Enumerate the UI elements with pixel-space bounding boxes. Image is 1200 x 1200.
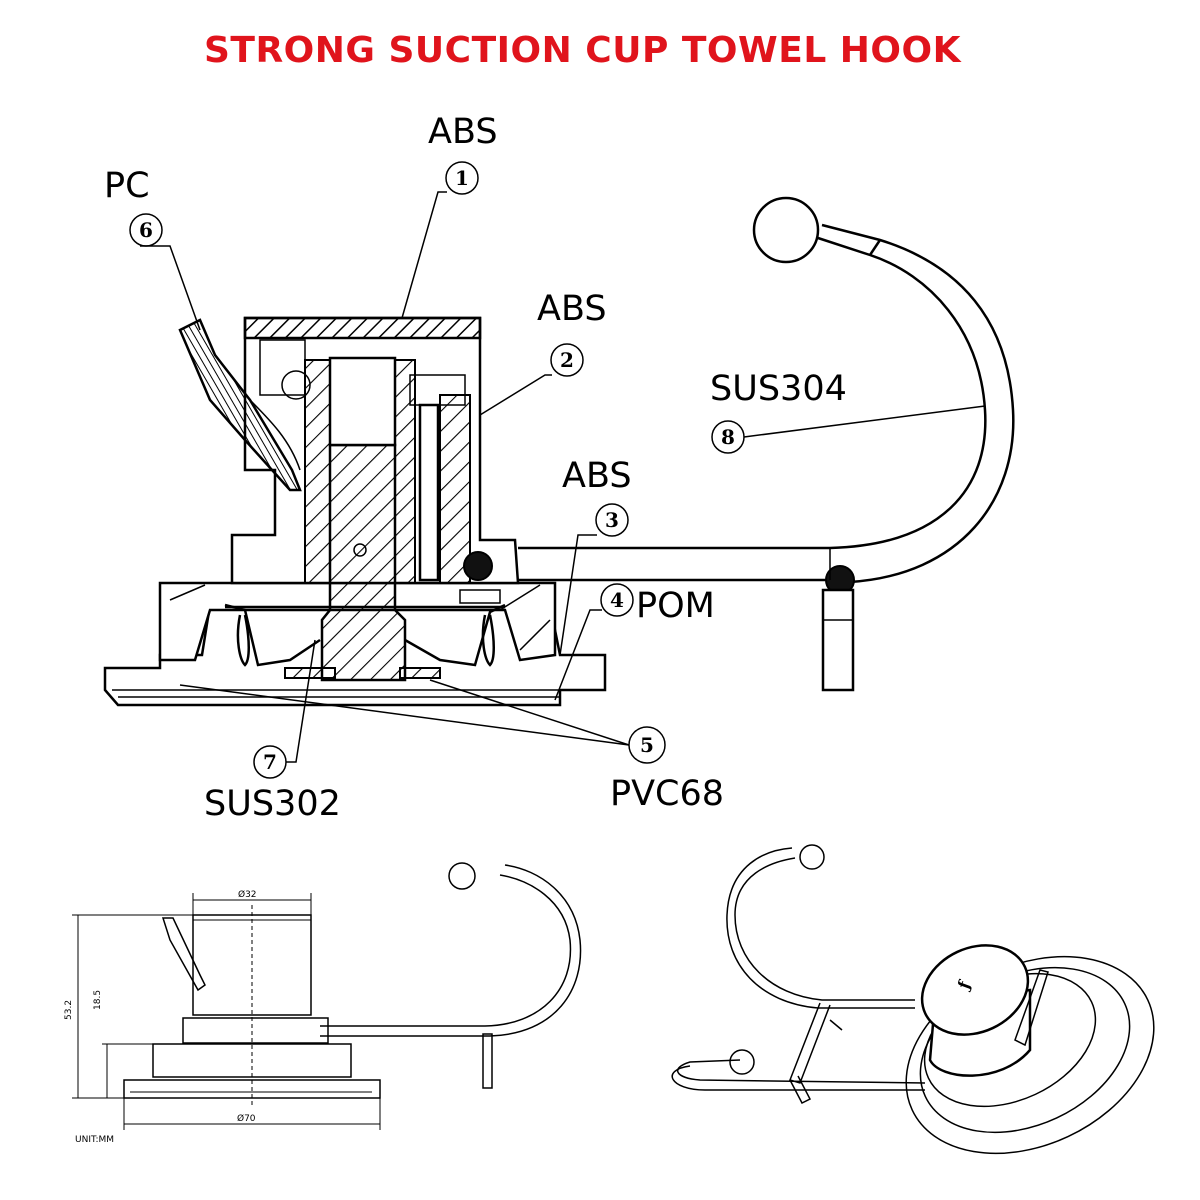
callout-6: PC 6 — [104, 166, 201, 331]
callout-7: 7 SUS302 — [204, 639, 341, 824]
callout-7-number: 7 — [263, 750, 277, 774]
callout-4-material: POM — [636, 586, 715, 626]
lower-housing — [158, 581, 557, 662]
callout-7-material: SUS302 — [204, 784, 341, 824]
cross-section-view — [103, 316, 607, 707]
callout-8: SUS304 8 — [710, 369, 986, 454]
dim-base-height: 18.5 — [93, 990, 103, 1010]
callout-1-number: 1 — [455, 166, 469, 190]
callout-1: ABS 1 — [401, 112, 498, 319]
callout-2-material: ABS — [537, 289, 607, 329]
dim-top-diameter: Ø32 — [238, 889, 257, 900]
callout-6-material: PC — [104, 166, 150, 206]
hook-stand — [821, 588, 855, 692]
top-cap — [243, 316, 482, 340]
callout-5: 5 PVC68 — [179, 679, 724, 814]
callout-8-number: 8 — [721, 425, 735, 449]
callout-3: ABS 3 — [559, 456, 632, 656]
callout-2: ABS 2 — [479, 289, 607, 416]
callout-4-number: 4 — [610, 588, 624, 612]
dim-total-height: 53.2 — [64, 1000, 74, 1020]
callout-3-material: ABS — [562, 456, 632, 496]
dim-base-diameter: Ø70 — [237, 1113, 256, 1124]
callout-2-number: 2 — [560, 348, 574, 372]
callout-8-material: SUS304 — [710, 369, 847, 409]
callout-1-material: ABS — [428, 112, 498, 152]
callout-6-number: 6 — [139, 218, 153, 242]
callout-4: 4 POM — [554, 583, 715, 701]
central-pin — [320, 443, 407, 682]
callout-5-number: 5 — [640, 733, 654, 757]
hook-ball-end — [752, 196, 820, 264]
callout-5-material: PVC68 — [610, 774, 724, 814]
towel-hook-arm — [518, 196, 1015, 692]
diagram-title: STRONG SUCTION CUP TOWEL HOOK — [203, 30, 962, 71]
callout-3-number: 3 — [605, 508, 619, 532]
unit-label: UNIT:MM — [75, 1135, 114, 1145]
isometric-view: ƒ — [671, 844, 1155, 1155]
dimension-view: Ø32 Ø70 53.2 18.5 UNIT:MM — [64, 862, 582, 1145]
release-lever — [178, 318, 302, 492]
hook-pivot — [463, 551, 493, 581]
